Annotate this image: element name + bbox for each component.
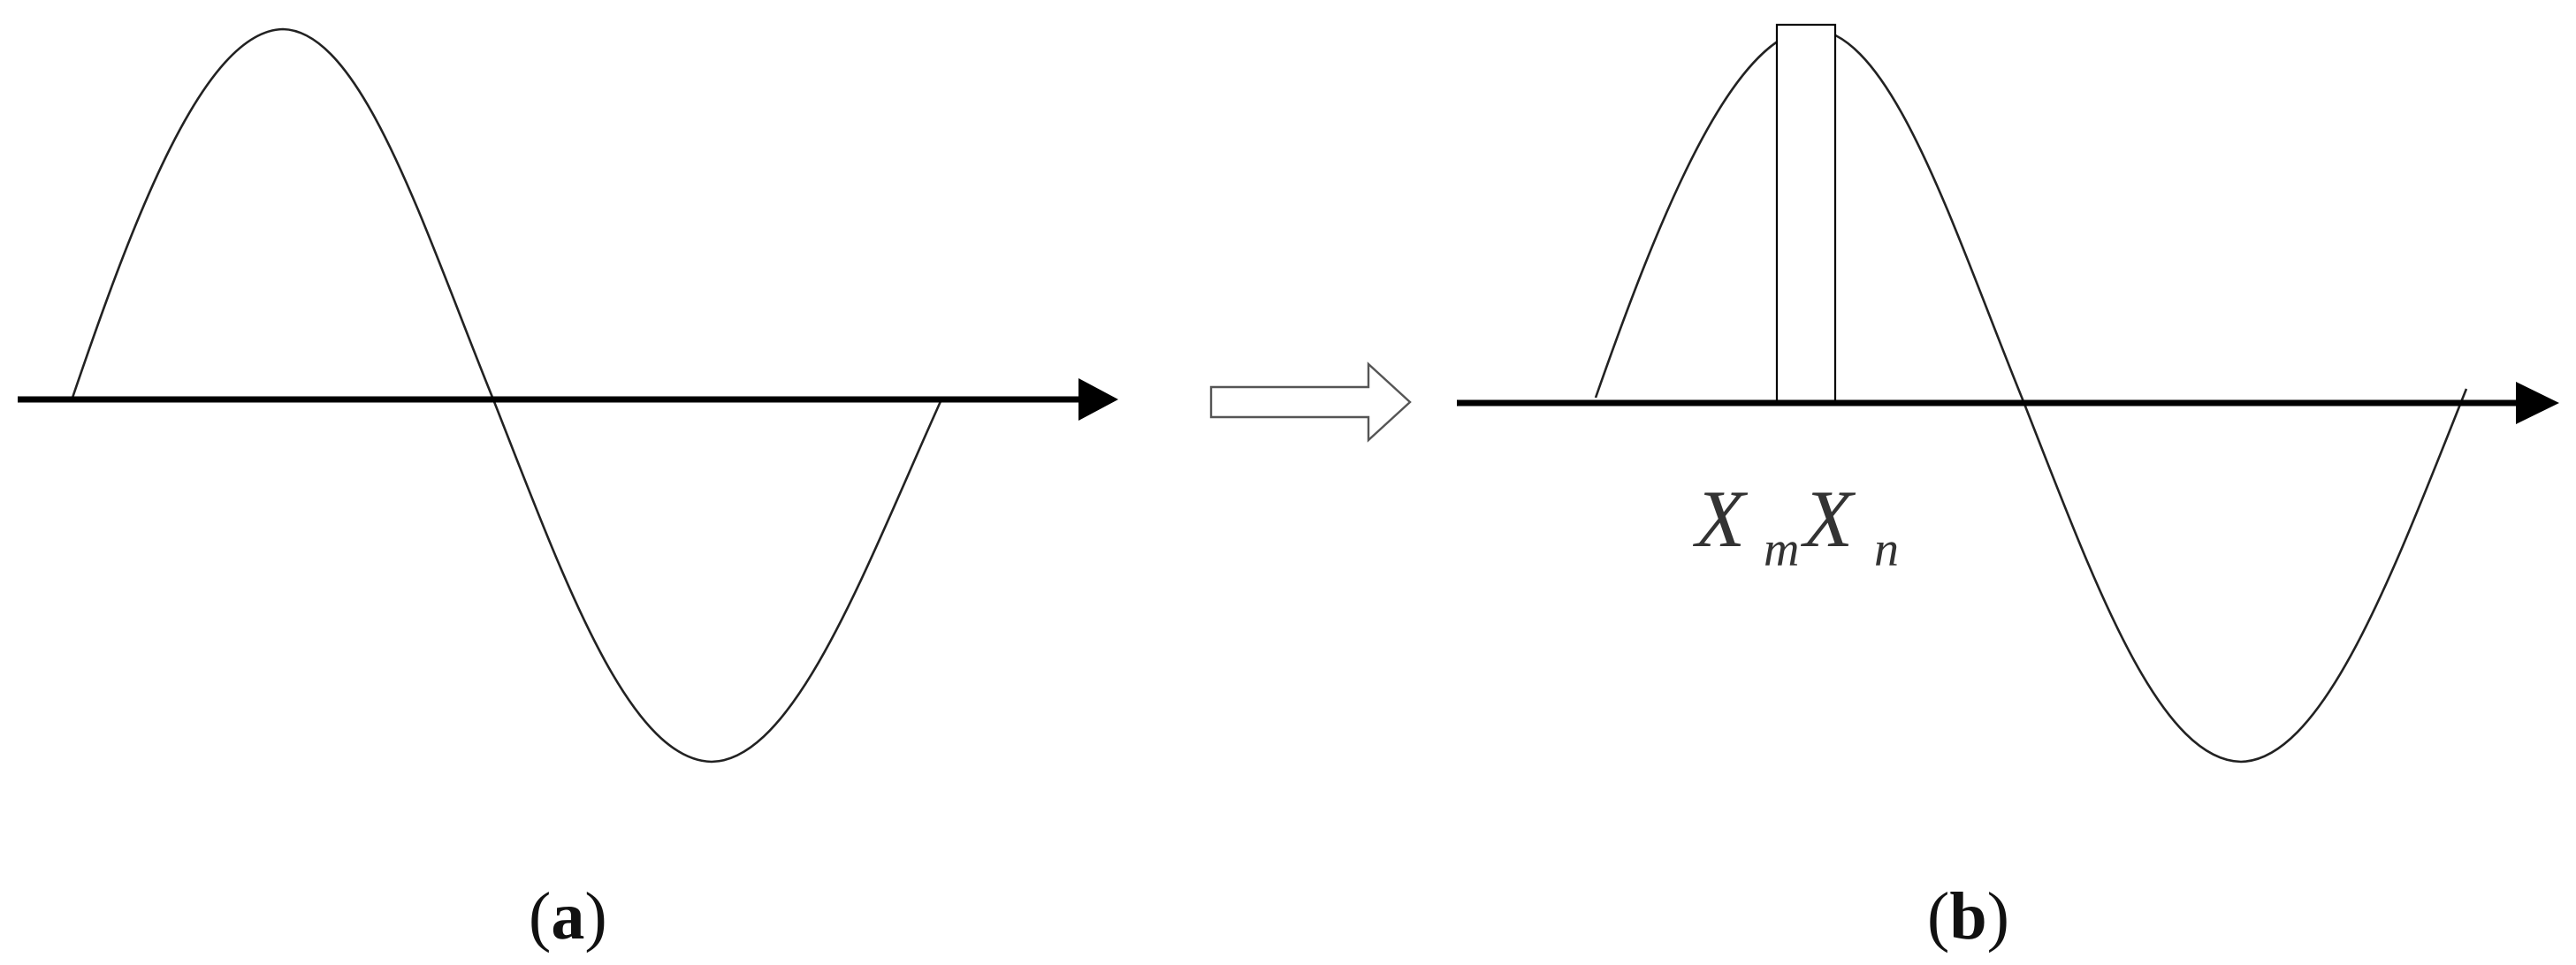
panel-a-caption: (a)	[529, 879, 607, 954]
sample-label-xm: X m	[1692, 474, 1799, 577]
transition-arrow	[1209, 361, 1412, 443]
sample-label-xn-subscript: n	[1874, 522, 1899, 577]
panel-a-caption-open: (	[529, 879, 551, 954]
panel-b-sample-interval	[1775, 23, 1837, 405]
panel-a-caption-letter: a	[551, 879, 584, 954]
panel-b: X m X n	[1457, 23, 2559, 764]
panel-b-caption-close: )	[1987, 879, 2009, 954]
sample-label-xm-var: X	[1692, 474, 1749, 564]
sample-label-xm-subscript: m	[1764, 522, 1799, 577]
panel-b-caption-letter: b	[1949, 879, 1986, 954]
panel-b-axis-arrowhead	[2516, 382, 2559, 424]
panel-a	[18, 27, 1118, 764]
panel-a-axis-arrowhead	[1078, 378, 1118, 421]
panel-b-sine-wave	[1594, 27, 2468, 764]
sample-label-xn: X n	[1800, 474, 1899, 577]
panel-b-caption: (b)	[1927, 879, 2009, 954]
sample-label-xn-var: X	[1800, 474, 1856, 564]
panel-a-caption-close: )	[584, 879, 606, 954]
panel-a-sine-wave	[71, 27, 943, 764]
panel-b-caption-open: (	[1927, 879, 1949, 954]
